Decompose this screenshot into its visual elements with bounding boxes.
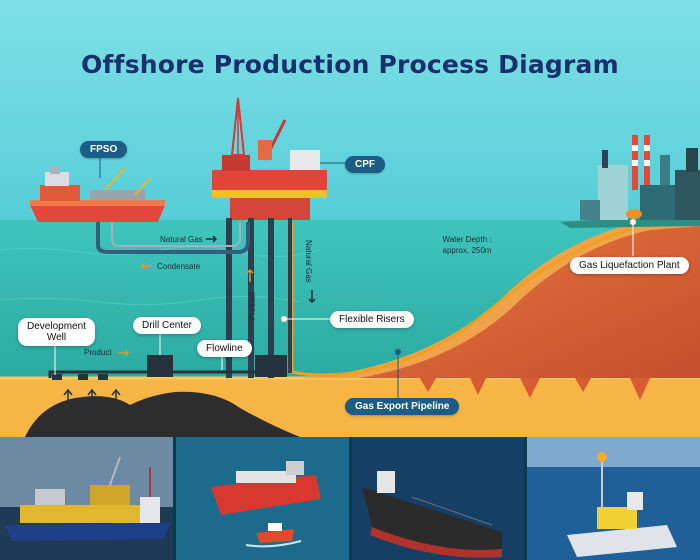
natural-gas-riser-arrow (308, 290, 316, 304)
photo-strip (0, 437, 700, 560)
product-arrow (118, 349, 130, 357)
development-well-line2: Well (46, 332, 67, 343)
natural-gas-riser-label: Natural Gas (304, 240, 313, 283)
fpso-vessel-picture (0, 437, 173, 560)
gas-liquefaction-plant-building (580, 135, 700, 220)
fpso-vessel-photo (0, 437, 173, 560)
gas-export-pipeline (290, 222, 635, 377)
sky (0, 0, 700, 225)
reservoir-rock (25, 391, 300, 437)
fpso-label: FPSO (80, 141, 128, 158)
flexible-risers-label: Flexible Risers (330, 311, 414, 328)
fpso-ship (30, 166, 165, 222)
product-riser-arrow (246, 268, 254, 282)
well-head-3 (98, 374, 108, 380)
gas-liquefaction-plant-label: Gas Liquefaction Plant (570, 257, 689, 274)
cpf-platform (212, 97, 327, 378)
gas-export-pipeline-label: Gas Export Pipeline (345, 398, 460, 415)
riser-base (255, 355, 287, 377)
well-head-2 (78, 374, 88, 380)
water-depth-line1: Water Depth : (442, 235, 492, 244)
water-depth-line2: approx. 250m (442, 246, 492, 255)
natural-gas-flow-label: Natural Gas (160, 235, 203, 244)
cpf-label: CPF (345, 156, 385, 173)
flowline-label: Flowline (197, 340, 252, 357)
development-well-label: Development Well (18, 318, 95, 346)
product-riser-label: Product (248, 292, 257, 320)
condensate-label: Condensate (157, 262, 201, 271)
fpso-with-tug-photo (176, 437, 349, 560)
condensate-flowline (111, 222, 241, 247)
natural-gas-flowline (96, 222, 250, 254)
well-head-1 (52, 374, 62, 380)
condensate-arrow (140, 262, 152, 270)
drill-center-label: Drill Center (133, 317, 202, 334)
offshore-platform-flare-photo (527, 437, 700, 560)
natural-gas-arrow (206, 235, 218, 243)
product-flow-label: Product (84, 348, 112, 357)
tanker-ship-photo (352, 437, 524, 560)
platform-flare-picture (527, 437, 700, 560)
flexible-risers-dot (281, 316, 287, 322)
well-flow-arrows (63, 388, 121, 405)
subsea-flowline (48, 370, 260, 378)
tanker-picture (352, 437, 524, 560)
water-depth-label: Water Depth : approx. 250m (432, 234, 502, 256)
fpso-tug-picture (176, 437, 349, 560)
development-well-line1: Development (27, 321, 86, 332)
gas-plant-dot (630, 219, 636, 225)
page-title: Offshore Production Process Diagram (81, 50, 619, 79)
land-stalactites (420, 378, 650, 400)
drill-center-manifold (147, 355, 173, 377)
gas-export-dot (395, 349, 401, 355)
